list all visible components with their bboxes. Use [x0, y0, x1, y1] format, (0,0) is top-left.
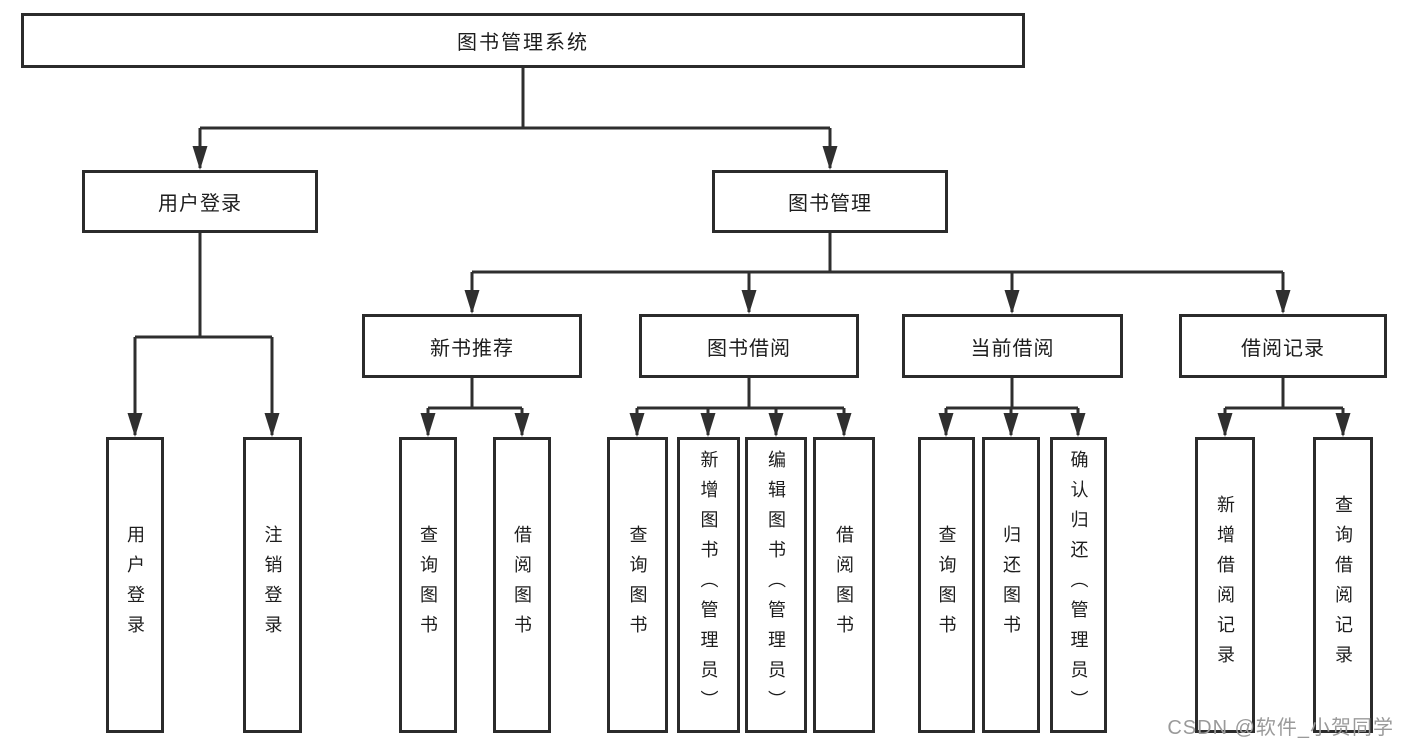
node-leaf-logout: 注销登录	[243, 437, 302, 733]
node-library-system: 图书管理系统	[21, 13, 1025, 68]
node-book-management-branch: 图书管理	[712, 170, 948, 233]
node-leaf-user-login: 用户登录	[106, 437, 164, 733]
node-label: 新增借阅记录	[1215, 495, 1235, 675]
node-leaf-add-borrow-record: 新增借阅记录	[1195, 437, 1255, 733]
node-label: 用户登录	[158, 193, 242, 215]
node-leaf-borrow-books-borrowing: 借阅图书	[813, 437, 875, 733]
node-label: 借阅图书	[834, 525, 854, 645]
node-label: 图书借阅	[707, 337, 791, 360]
node-label: 当前借阅	[970, 337, 1055, 360]
watermark: CSDN @软件_小贺同学	[1167, 717, 1394, 739]
node-user-login-branch: 用户登录	[82, 170, 318, 233]
node-label: 注销登录	[262, 525, 283, 645]
node-leaf-search-books-current: 查询图书	[918, 437, 975, 733]
node-label: 查询图书	[936, 525, 957, 645]
node-label: 查询图书	[418, 525, 438, 645]
node-label: 图书管理系统	[457, 32, 589, 54]
node-leaf-edit-book-admin: 编辑图书（管理员）	[745, 437, 807, 733]
node-book-borrowing: 图书借阅	[639, 314, 859, 378]
node-current-borrowing: 当前借阅	[902, 314, 1123, 378]
node-label: 借阅记录	[1241, 337, 1325, 360]
node-leaf-search-borrow-record: 查询借阅记录	[1313, 437, 1373, 733]
node-label: 用户登录	[125, 525, 145, 645]
node-label: 查询借阅记录	[1333, 495, 1353, 675]
arrowheads	[127, 146, 1351, 437]
node-leaf-borrow-books-recommend: 借阅图书	[493, 437, 551, 733]
node-label: 新增图书（管理员）	[698, 450, 719, 720]
node-label: 确认归还（管理员）	[1068, 450, 1089, 720]
node-leaf-search-books-recommend: 查询图书	[399, 437, 457, 733]
node-leaf-search-books-borrowing: 查询图书	[607, 437, 668, 733]
node-leaf-return-book: 归还图书	[982, 437, 1040, 733]
node-label: 新书推荐	[430, 337, 514, 360]
node-label: 归还图书	[1001, 525, 1021, 645]
node-leaf-confirm-return-admin: 确认归还（管理员）	[1050, 437, 1107, 733]
node-label: 借阅图书	[512, 525, 532, 645]
node-label: 编辑图书（管理员）	[766, 450, 786, 720]
node-new-book-recommendation: 新书推荐	[362, 314, 582, 378]
node-label: 查询图书	[627, 525, 648, 645]
node-leaf-add-book-admin: 新增图书（管理员）	[677, 437, 740, 733]
node-borrowing-records: 借阅记录	[1179, 314, 1387, 378]
node-label: 图书管理	[788, 193, 872, 215]
